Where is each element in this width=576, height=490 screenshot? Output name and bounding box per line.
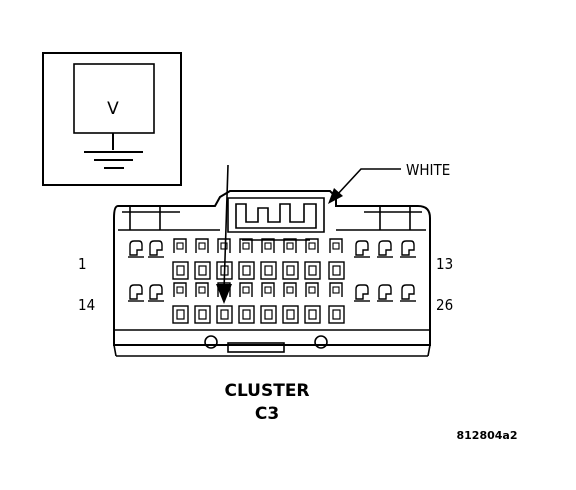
row-1-upper-cavity [217, 238, 231, 253]
row-2-upper-cavity [217, 282, 231, 297]
row-1-upper-cavity [195, 238, 209, 253]
row-2-upper-cavity [329, 282, 343, 297]
voltmeter-symbol: V [107, 99, 119, 119]
connector-name: CLUSTER [224, 381, 309, 401]
row-1-lower-cavity [282, 261, 299, 280]
row-2-upper-cavity [239, 282, 253, 297]
row-2-upper-cavity [283, 282, 297, 297]
row-2-terminal [149, 284, 163, 300]
row-1-upper-cavity [173, 238, 187, 253]
wire-color-label: WHITE [406, 161, 450, 179]
row-2-lower-cavity [260, 305, 277, 324]
row-1-upper-cavity [261, 238, 275, 253]
row-1-terminal [149, 240, 163, 256]
row-1-terminal [355, 240, 369, 256]
row-2-lower-cavity [216, 305, 233, 324]
pin-label-26: 26 [436, 296, 453, 314]
ground-symbol-icon [84, 133, 143, 169]
row-2-terminal [401, 284, 415, 300]
row-1-lower-cavity [194, 261, 211, 280]
voltmeter-inset: V [42, 52, 182, 186]
row-2-upper-cavity [173, 282, 187, 297]
connector-body [113, 190, 431, 357]
row-2-lower-cavity [172, 305, 189, 324]
row-2-lower-cavity [282, 305, 299, 324]
figure-code: 812804a2 [457, 429, 518, 442]
pin-label-13: 13 [436, 255, 453, 273]
row-1-upper-cavity [239, 238, 253, 253]
row-1-upper-cavity [283, 238, 297, 253]
probe-arrow [216, 164, 232, 304]
connector-id: C3 [255, 404, 279, 424]
row-1-lower-cavity [328, 261, 345, 280]
row-1-upper-cavity [329, 238, 343, 253]
row-1-upper-cavity [305, 238, 319, 253]
row-1-terminal [129, 240, 143, 256]
row-1-terminal [401, 240, 415, 256]
row-2-lower-cavity [328, 305, 345, 324]
white-wire-callout: WHITE [328, 161, 450, 204]
connector-cavities [128, 238, 416, 324]
row-1-terminal [378, 240, 392, 256]
row-2-terminal [378, 284, 392, 300]
row-1-lower-cavity [260, 261, 277, 280]
row-1-lower-cavity [172, 261, 189, 280]
row-2-upper-cavity [195, 282, 209, 297]
row-1-lower-cavity [304, 261, 321, 280]
row-1-lower-cavity [238, 261, 255, 280]
row-2-upper-cavity [305, 282, 319, 297]
row-2-terminal [355, 284, 369, 300]
row-2-terminal [129, 284, 143, 300]
row-2-upper-cavity [261, 282, 275, 297]
row-2-lower-cavity [194, 305, 211, 324]
row-1-lower-cavity [216, 261, 233, 280]
row-2-lower-cavity [304, 305, 321, 324]
pin-label-14: 14 [78, 296, 95, 314]
row-2-lower-cavity [238, 305, 255, 324]
pin-label-1: 1 [78, 255, 87, 273]
